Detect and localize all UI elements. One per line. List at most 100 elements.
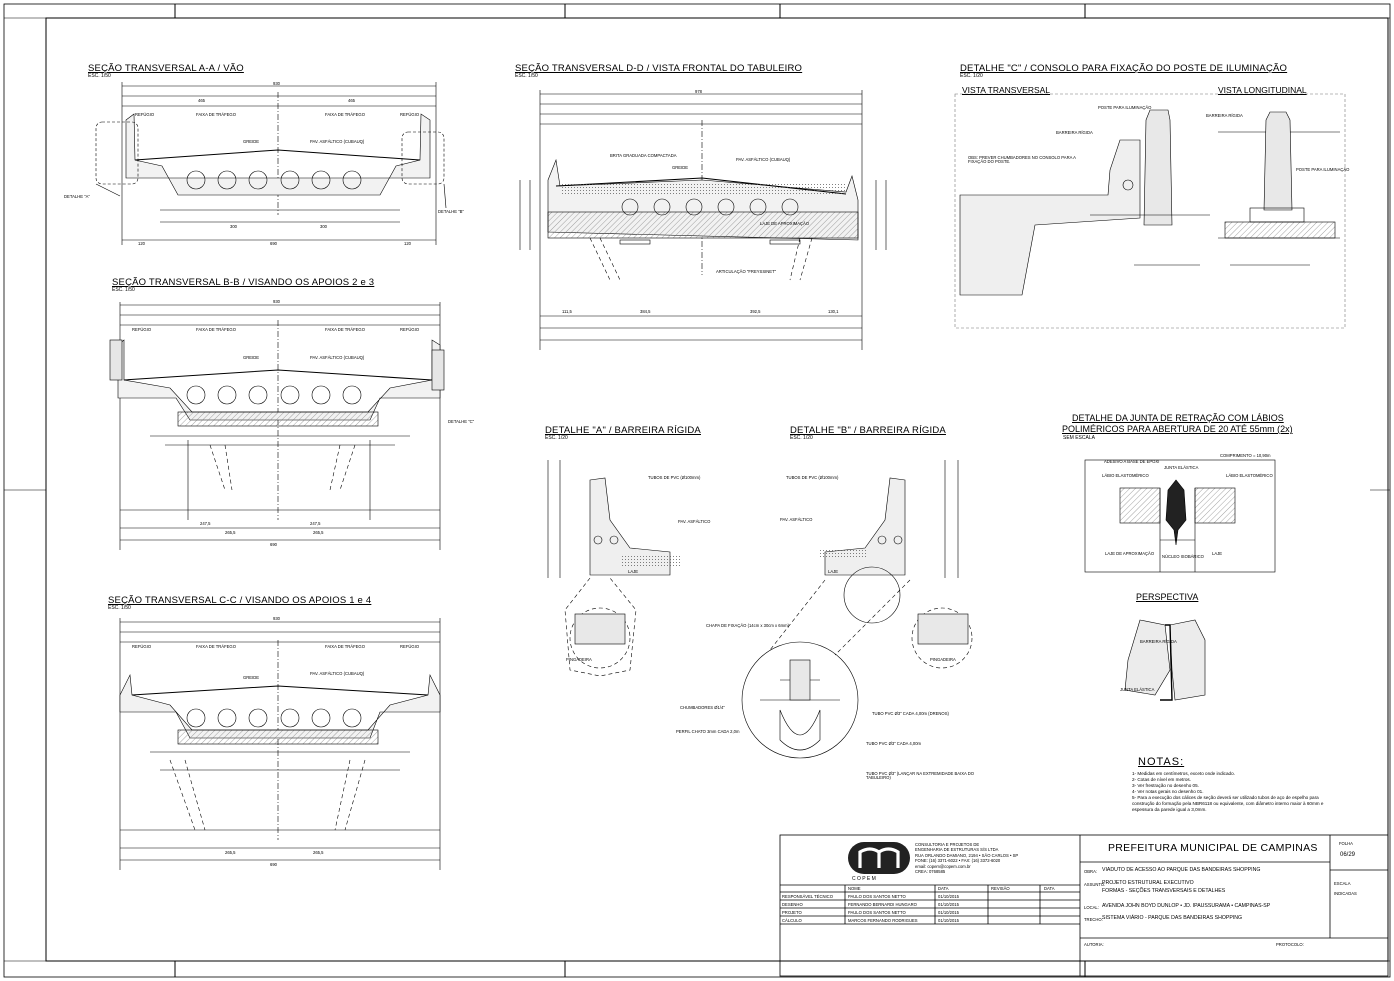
col-revisao: REVISÃO [991, 886, 1010, 891]
title-block-frame [779, 834, 1389, 977]
aa-refugio-right: REFÚGIO [400, 112, 420, 117]
cc-mid-b: 265,5 [313, 850, 324, 855]
company-info: CONSULTORIA E PROJETOS DE ENGENHARIA DE … [915, 842, 1018, 875]
note-item: 4- Ver notas gerais no desenho 01. [1132, 788, 1204, 794]
note-item: 5- Para a execução dos cálices de seção … [1132, 794, 1324, 812]
local-label: LOCAL: [1084, 905, 1099, 910]
dd-total: 978 [695, 89, 702, 94]
company-line: ENGENHARIA DE ESTRUTURAS S/S LTDA [915, 847, 999, 853]
assunto-label: ASSUNTO: [1084, 882, 1106, 887]
row-name: PAULO DOS SANTOS NETTO [848, 910, 906, 915]
detail-b-tubo3: TUBO PVC Ø3" (LANÇAR NA EXTREMIDADE BAIX… [866, 771, 975, 781]
perspectiva-junta: JUNTA ELÁSTICA [1120, 687, 1155, 692]
cc-refugio-left: REFÚGIO [132, 644, 152, 649]
cc-mid-a: 265,5 [225, 850, 236, 855]
junta-title-2: POLIMÉRICOS PARA ABERTURA DE 20 ATÉ 55mm… [1062, 424, 1293, 434]
sheet-frame [3, 3, 1391, 978]
aa-bottom-120-right: 120 [404, 241, 411, 246]
notes-title: NOTAS: [1138, 756, 1185, 768]
row-name: MARCOS FERNANDO RODRIGUES [848, 918, 918, 923]
folha-value: 06/29 [1340, 852, 1356, 858]
detail-b-chumbadores: CHUMBADORES Ø1/4" [680, 705, 725, 710]
trecho-label: TRECHO: [1084, 917, 1103, 922]
section-aa-detalhe-a: DETALHE "A" [64, 194, 90, 199]
dd-pav: PAV. ASFÁLTICO (CUBAUQ) [736, 157, 791, 162]
cc-faixa-right: FAIXA DE TRÁFEGO [325, 644, 365, 649]
cc-pav: PAV. ASFÁLTICO (CUBAUQ) [310, 671, 365, 676]
bb-refugio-left: REFÚGIO [132, 327, 152, 332]
dd-dim-3: 392,5 [750, 309, 761, 314]
bb-total: 930 [273, 299, 280, 304]
row-date: 01/10/2015 [938, 910, 959, 915]
detail-b-title: DETALHE "B" / BARREIRA RÍGIDA [790, 425, 946, 436]
row-name: PAULO DOS SANTOS NETTO [848, 894, 906, 899]
notes-list: 1- Medidas em centímetros, exceto onde i… [1132, 771, 1342, 813]
detail-b-perfil: PERFIL CHATO 3mm CADA 2,0m [676, 729, 740, 734]
bb-faixa-right: FAIXA DE TRÁFEGO [325, 327, 365, 332]
junta-adesivo: ADESIVO A BASE DE EPOXI [1104, 459, 1160, 464]
row-role: PROJETO [782, 910, 802, 915]
company-line: CREA: 0768585 [915, 869, 946, 875]
junta-scale: SEM ESCALA [1063, 435, 1095, 441]
obra-label: OBRA: [1084, 869, 1098, 874]
folha-label: FOLHA [1339, 841, 1353, 846]
detail-c-vista-t: VISTA TRANSVERSAL [962, 85, 1051, 95]
section-aa-detalhe-b: DETALHE "B" [438, 209, 464, 214]
detail-c-obs: OBS: PREVER CHUMBADORES NO CONSOLO PARA … [968, 155, 1076, 165]
col-data: DATA [938, 886, 949, 891]
row-name: FERNANDO BERNARDI HUNGARO [848, 902, 917, 907]
detail-c-poste-l: POSTE PARA ILUMINAÇÃO [1296, 167, 1350, 172]
logo-text: C O P E M [852, 876, 876, 882]
section-aa-scale: ESC. 1/50 [88, 73, 111, 79]
aa-faixa-right: FAIXA DE TRÁFEGO [325, 112, 365, 117]
detail-a-drawing [547, 460, 680, 677]
note-item: 1- Medidas em centímetros, exceto onde i… [1132, 771, 1235, 776]
junta-comprimento: COMPRIMENTO = 10,90m [1220, 453, 1271, 458]
aa-inner-left: 300 [230, 224, 237, 229]
bb-refugio-right: REFÚGIO [400, 327, 420, 332]
row-role: CÁLCULO [782, 918, 802, 923]
section-bb-title: SEÇÃO TRANSVERSAL B-B / VISANDO OS APOIO… [112, 277, 375, 288]
detail-a-laje: LAJE [628, 569, 639, 574]
section-bb-detalhe-c: DETALHE "C" [448, 419, 475, 424]
dd-brita: BRITA GRADUADA COMPACTADA [610, 153, 677, 158]
dd-articulacao: ARTICULAÇÃO "FREYSSINET" [716, 269, 777, 274]
cc-bottom-690: 690 [270, 862, 277, 867]
detail-b-tubos: TUBOS DE PVC (Ø100mm) [786, 475, 839, 480]
detail-a-title: DETALHE "A" / BARREIRA RÍGIDA [545, 425, 701, 436]
aa-dim-465-right: 465 [348, 98, 355, 103]
cc-greide: GREIDE [243, 675, 260, 680]
bb-pav: PAV. ASFÁLTICO (CUBAUQ) [310, 355, 365, 360]
detail-c-poste: POSTE PARA ILUMINAÇÃO [1098, 105, 1152, 110]
assunto-2: FORMAS - SEÇÕES TRANSVERSAIS E DETALHES [1102, 888, 1226, 894]
detail-b-laje: LAJE [828, 569, 839, 574]
detail-b-pav: PAV. ASFÁLTICO [780, 517, 813, 522]
perspectiva-title: PERSPECTIVA [1136, 592, 1199, 602]
section-aa-title: SEÇÃO TRANSVERSAL A-A / VÃO [88, 63, 244, 74]
dd-dim-1: 111,5 [562, 309, 572, 314]
detail-b-chapa: CHAPA DE FIXAÇÃO (14cm x 30cm x 6mm) [706, 623, 789, 628]
junta-elastica: JUNTA ELÁSTICA [1164, 465, 1199, 470]
aa-pav: PAV. ASFÁLTICO (CUBAUQ) [310, 139, 365, 144]
col-nome: NOME [848, 886, 861, 891]
assunto-1: PROJETO ESTRUTURAL EXECUTIVO [1102, 880, 1194, 886]
section-bb-scale: ESC. 1/50 [112, 287, 135, 293]
dd-greide: GREIDE [672, 165, 689, 170]
junta-labio-r: LÁBIO ELASTOMÉRICO [1226, 473, 1273, 478]
trecho-value: SISTEMA VIÁRIO - PARQUE DAS BANDEIRAS SH… [1102, 915, 1242, 921]
junta-title-1: DETALHE DA JUNTA DE RETRAÇÃO COM LÁBIOS [1072, 413, 1284, 423]
obra-value: VIADUTO DE ACESSO AO PARQUE DAS BANDEIRA… [1102, 867, 1261, 873]
bb-mid-a: 265,5 [225, 530, 236, 535]
aa-dim-465-left: 465 [198, 98, 205, 103]
aa-bottom-690: 690 [270, 241, 277, 246]
aa-greide: GREIDE [243, 139, 260, 144]
junta-nucleo: NÚCLEO ISOBÁRICO [1162, 554, 1204, 559]
perspectiva-drawing [1124, 619, 1206, 701]
bb-bottom-b: 247,5 [310, 521, 321, 526]
protocolo-label: PROTOCOLO: [1276, 942, 1304, 947]
detail-c-scale: ESC. 1/20 [960, 73, 983, 79]
junta-laje: LAJE [1212, 551, 1223, 556]
junta-labio-l: LÁBIO ELASTOMÉRICO [1102, 473, 1149, 478]
detail-b-pingadeira: PINGADEIRA [930, 657, 956, 662]
